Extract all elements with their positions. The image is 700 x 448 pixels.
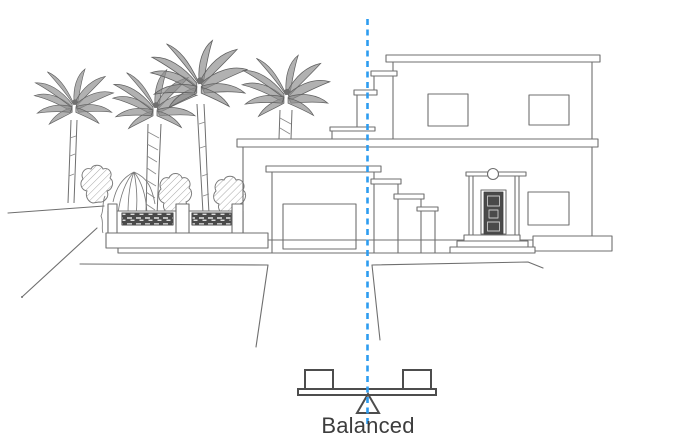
small-scribble-plant [100,195,106,234]
stepped-walls [370,178,439,254]
upper-story [329,54,601,140]
balance-right-weight [402,369,432,390]
upper-window-left [427,93,469,127]
garage-roof-slab [265,165,382,173]
mid-floor-slab [236,138,599,148]
palm-tree-4 [241,54,331,140]
garage-door [282,203,357,250]
porch-step-3 [449,246,536,254]
upper-roof-slab [385,54,601,63]
lattice-panel-1 [121,212,174,226]
upper-window-right [528,94,570,126]
balance-left-weight [304,369,334,390]
palm-tree-1 [33,68,115,204]
porch-ornament-circle [486,167,500,181]
weeping-shrub [112,171,156,216]
wall-pillar-1 [107,203,118,234]
front-door [483,191,504,235]
porch-platform [532,235,613,252]
garden-wall [105,203,269,249]
entrance-porch [449,167,536,254]
lower-story [242,146,593,237]
wall-pillar-3 [231,203,244,234]
balanced-label: Balanced [321,413,415,438]
garden-wall-base [105,232,269,249]
house-sketch [117,54,613,254]
palm-trees [33,39,331,216]
palm-tree-2 [112,69,198,216]
garage-block [265,165,382,254]
lower-window [527,191,570,226]
porch-step-2 [456,240,529,248]
ground-perspective-lines [7,205,544,348]
bush-1 [80,164,114,204]
palm-tree-3 [150,39,248,214]
lattice-panel-2 [191,212,232,226]
porch-step-1 [463,234,521,242]
wall-pillar-2 [175,203,190,234]
